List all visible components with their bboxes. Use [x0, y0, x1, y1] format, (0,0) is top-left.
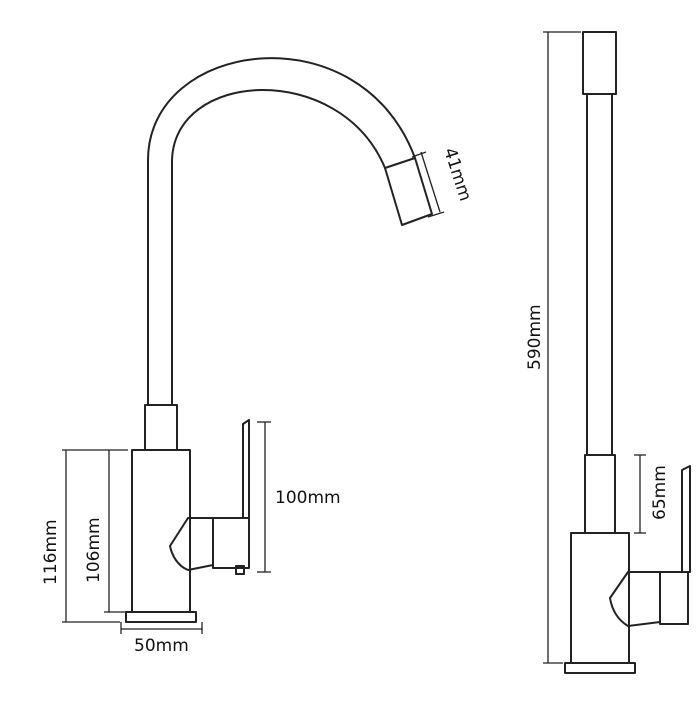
side-cartridge	[609, 571, 661, 627]
gooseneck-spout-inner	[171, 89, 386, 406]
gooseneck-spout	[147, 57, 416, 406]
dim-ext-outlet-bottom	[427, 211, 445, 218]
dim-label-body: 106mm	[84, 517, 104, 583]
dim-label-total-body: 116mm	[41, 519, 61, 585]
lever-screw	[235, 565, 245, 575]
dim-ext-outlet-top	[411, 151, 427, 158]
dim-line-outlet	[420, 151, 441, 213]
side-base	[564, 662, 636, 674]
side-spout-cap	[582, 31, 617, 95]
faucet-base	[125, 611, 197, 623]
side-view: 590mm 65mm	[525, 31, 691, 674]
front-view: 41mm 100mm 116mm 106mm 50mm	[41, 57, 475, 656]
side-lever-stem	[681, 465, 691, 573]
dim-label-lever: 100mm	[275, 488, 341, 508]
lever-block	[212, 517, 250, 569]
spout-aerator	[384, 157, 433, 226]
cartridge-housing	[169, 517, 214, 571]
side-neck	[584, 454, 616, 534]
side-body	[570, 532, 630, 664]
dim-label-side-lever: 65mm	[650, 465, 670, 520]
dim-label-total-height: 590mm	[525, 304, 545, 370]
dim-label-outlet: 41mm	[439, 145, 475, 203]
dim-label-base: 50mm	[134, 636, 189, 656]
lever-stem	[242, 419, 250, 519]
faucet-body	[131, 449, 191, 613]
neck-connector	[144, 404, 178, 451]
side-lever-block	[659, 571, 689, 625]
